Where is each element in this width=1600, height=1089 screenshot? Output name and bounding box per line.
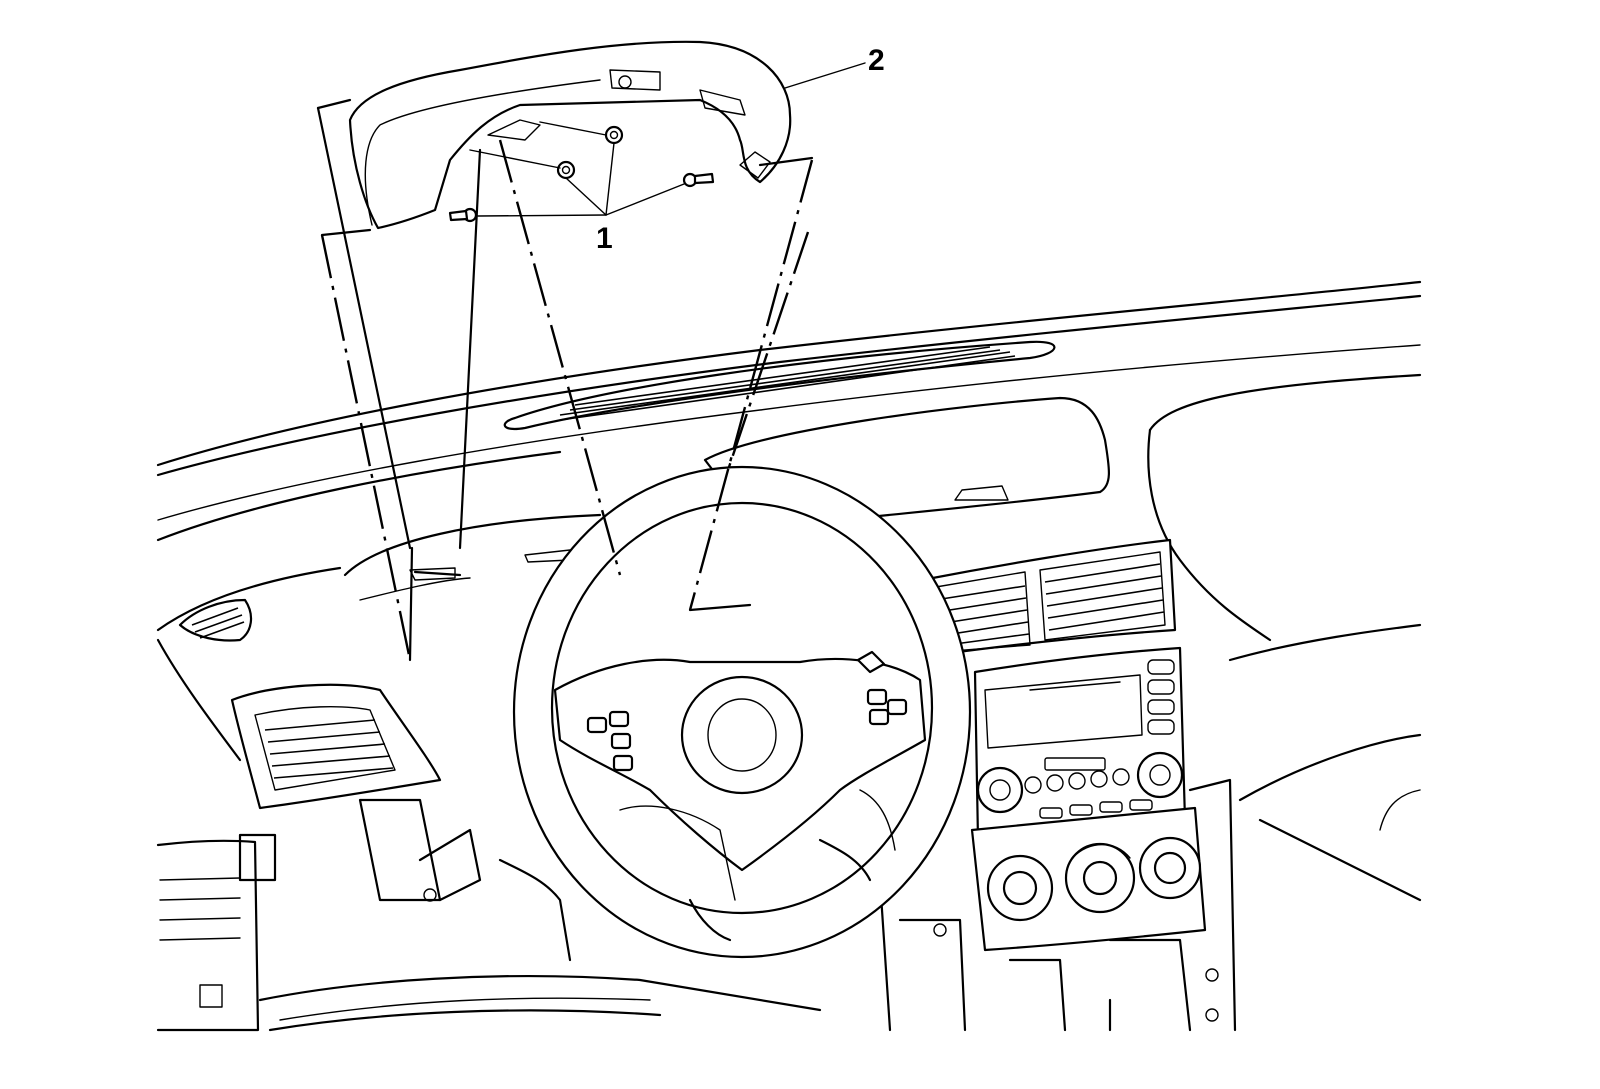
callout-1-leaders: [469, 121, 685, 217]
instrument-panel-left: [156, 566, 442, 810]
projection-lines: [316, 98, 814, 662]
preset-buttons: [1024, 768, 1130, 794]
steering-switches-right: [856, 650, 908, 726]
radio-unit: [973, 646, 1187, 842]
vent-louvers-right: [1044, 563, 1165, 631]
lower-support-structure: [156, 778, 1237, 1032]
center-air-vents: [920, 538, 1177, 657]
fastener-nut-2: [556, 160, 576, 180]
instrument-panel-right: [1147, 373, 1422, 902]
callout-2-leader: [784, 62, 866, 89]
instrument-cluster-trim-panel: [348, 40, 792, 230]
fastener-screw-4: [448, 207, 478, 223]
steering-wheel: [512, 465, 972, 959]
steering-switches-left: [586, 710, 634, 772]
defrost-grille: [559, 346, 1016, 421]
steering-column: [498, 838, 872, 962]
fastener-nut-1: [604, 125, 624, 145]
hvac-control-panel: [970, 806, 1207, 952]
fasteners: [448, 125, 715, 223]
fastener-screw-3: [682, 172, 715, 188]
callout-label-2: 2: [868, 44, 885, 77]
callout-label-1: 1: [596, 222, 613, 255]
